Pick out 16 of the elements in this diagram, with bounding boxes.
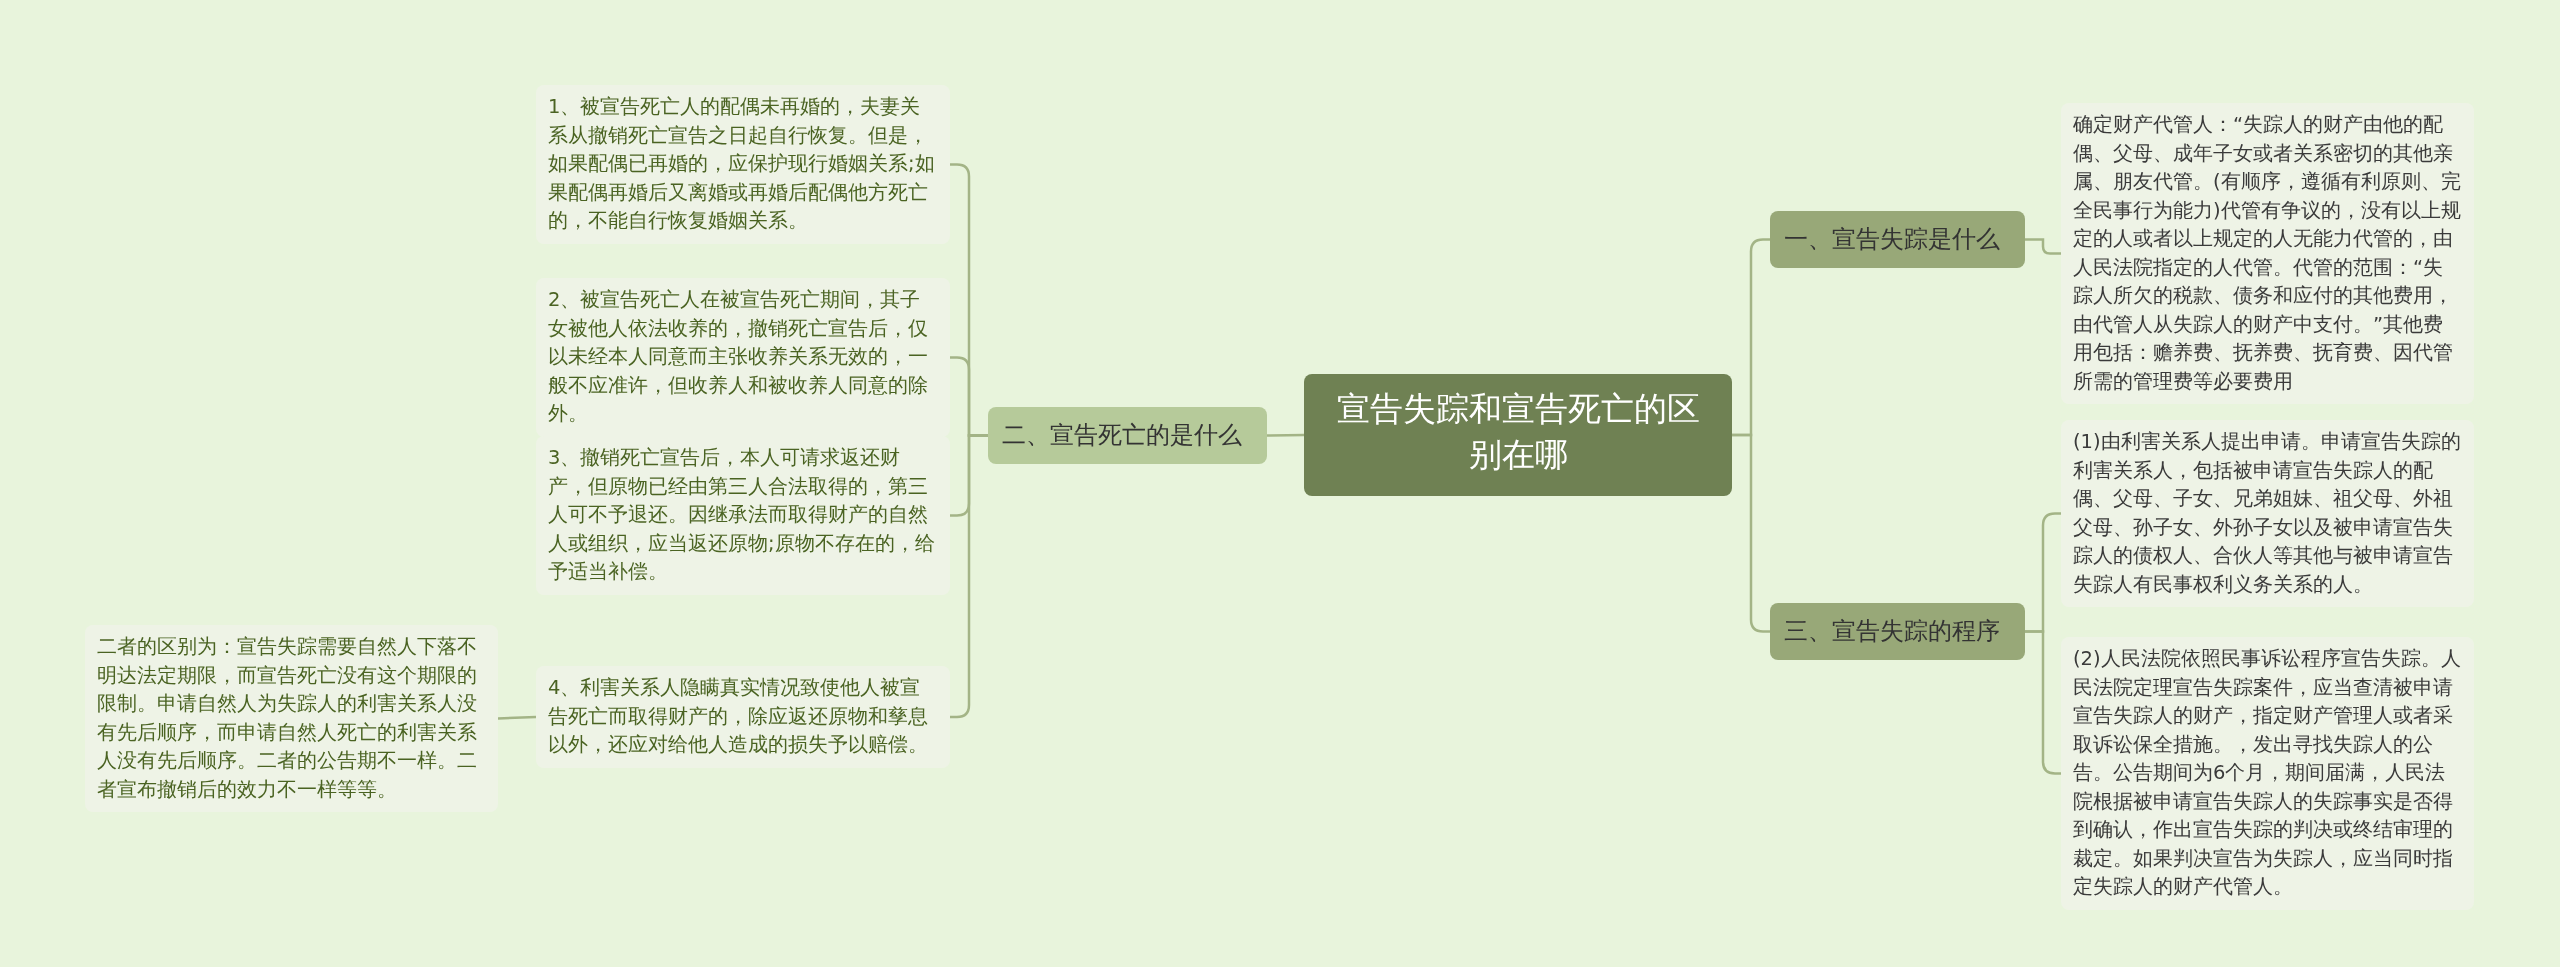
topic-box: 二、宣告死亡的是什么 xyxy=(988,407,1267,464)
topic-box: 三、宣告失踪的程序 xyxy=(1770,603,2025,660)
connector-line xyxy=(1732,433,1770,633)
connector-line xyxy=(2025,238,2061,255)
connector-line xyxy=(1267,433,1304,437)
note-box: 二者的区别为：宣告失踪需要自然人下落不明达法定期限，而宣告死亡没有这个期限的限制。申请自然人为失踪人的利害关系人没有先后顺序，而申请自然人死亡的利害关系人没有先后顺序。二者的公告期不一样。二者宣布撤销后的效力不一样等等。 xyxy=(85,625,498,812)
note-box: 4、利害关系人隐瞒真实情况致使他人被宣告死亡而取得财产的，除应返还原物和孳息以外，还应对给他人造成的损失予以赔偿。 xyxy=(536,666,950,768)
note-box: 确定财产代管人：“失踪人的财产由他的配偶、父母、成年子女或者关系密切的其他亲属、朋友代管。(有顺序，遵循有利原则、完全民事行为能力)代管有争议的，没有以上规定的人或者以上规定的人无能力代管的，由人民法院指定的人代管。代管的范围：“失踪人所欠的税款、债务和应付的其他费用，由代管人从失踪人的财产中支付。”其他费用包括：赡养费、抚养费、抚育费、因代管所需的管理费等必要费用 xyxy=(2061,103,2474,404)
note-box: 3、撤销死亡宣告后，本人可请求返还财产，但原物已经由第三人合法取得的，第三人可不予退还。因继承法而取得财产的自然人或组织，应当返还原物;原物不存在的，给予适当补偿。 xyxy=(536,436,950,595)
topic-box: 一、宣告失踪是什么 xyxy=(1770,211,2025,268)
connector-line xyxy=(497,715,537,720)
central-topic-box: 宣告失踪和宣告死亡的区别在哪 xyxy=(1304,374,1732,496)
note-box: (1)由利害关系人提出申请。申请宣告失踪的利害关系人，包括被申请宣告失踪人的配偶、父母、子女、兄弟姐妹、祖父母、外祖父母、孙子女、外孙子女以及被申请宣告失踪人的债权人、合伙人等其他与被申请宣告失踪人有民事权利义务关系的人。 xyxy=(2061,420,2474,607)
note-box: 2、被宣告死亡人在被宣告死亡期间，其子女被他人依法收养的，撤销死亡宣告后，仅以未经本人同意而主张收养关系无效的，一般不应准许，但收养人和被收养人同意的除外。 xyxy=(536,278,950,437)
note-box: 1、被宣告死亡人的配偶未再婚的，夫妻关系从撤销死亡宣告之日起自行恢复。但是，如果配偶已再婚的，应保护现行婚姻关系;如果配偶再婚后又离婚或再婚后配偶他方死亡的，不能自行恢复婚姻关系。 xyxy=(536,85,950,244)
note-box: (2)人民法院依照民事诉讼程序宣告失踪。人民法院定理宣告失踪案件，应当查清被申请宣告失踪人的财产，指定财产管理人或者采取诉讼保全措施。，发出寻找失踪人的公告。公告期间为6个月，期间届满，人民法院根据被申请宣告失踪人的失踪事实是否得到确认，作出宣告失踪的判决或终结审理的裁定。如果判决宣告为失踪人，应当同时指定失踪人的财产代管人。 xyxy=(2061,637,2474,910)
